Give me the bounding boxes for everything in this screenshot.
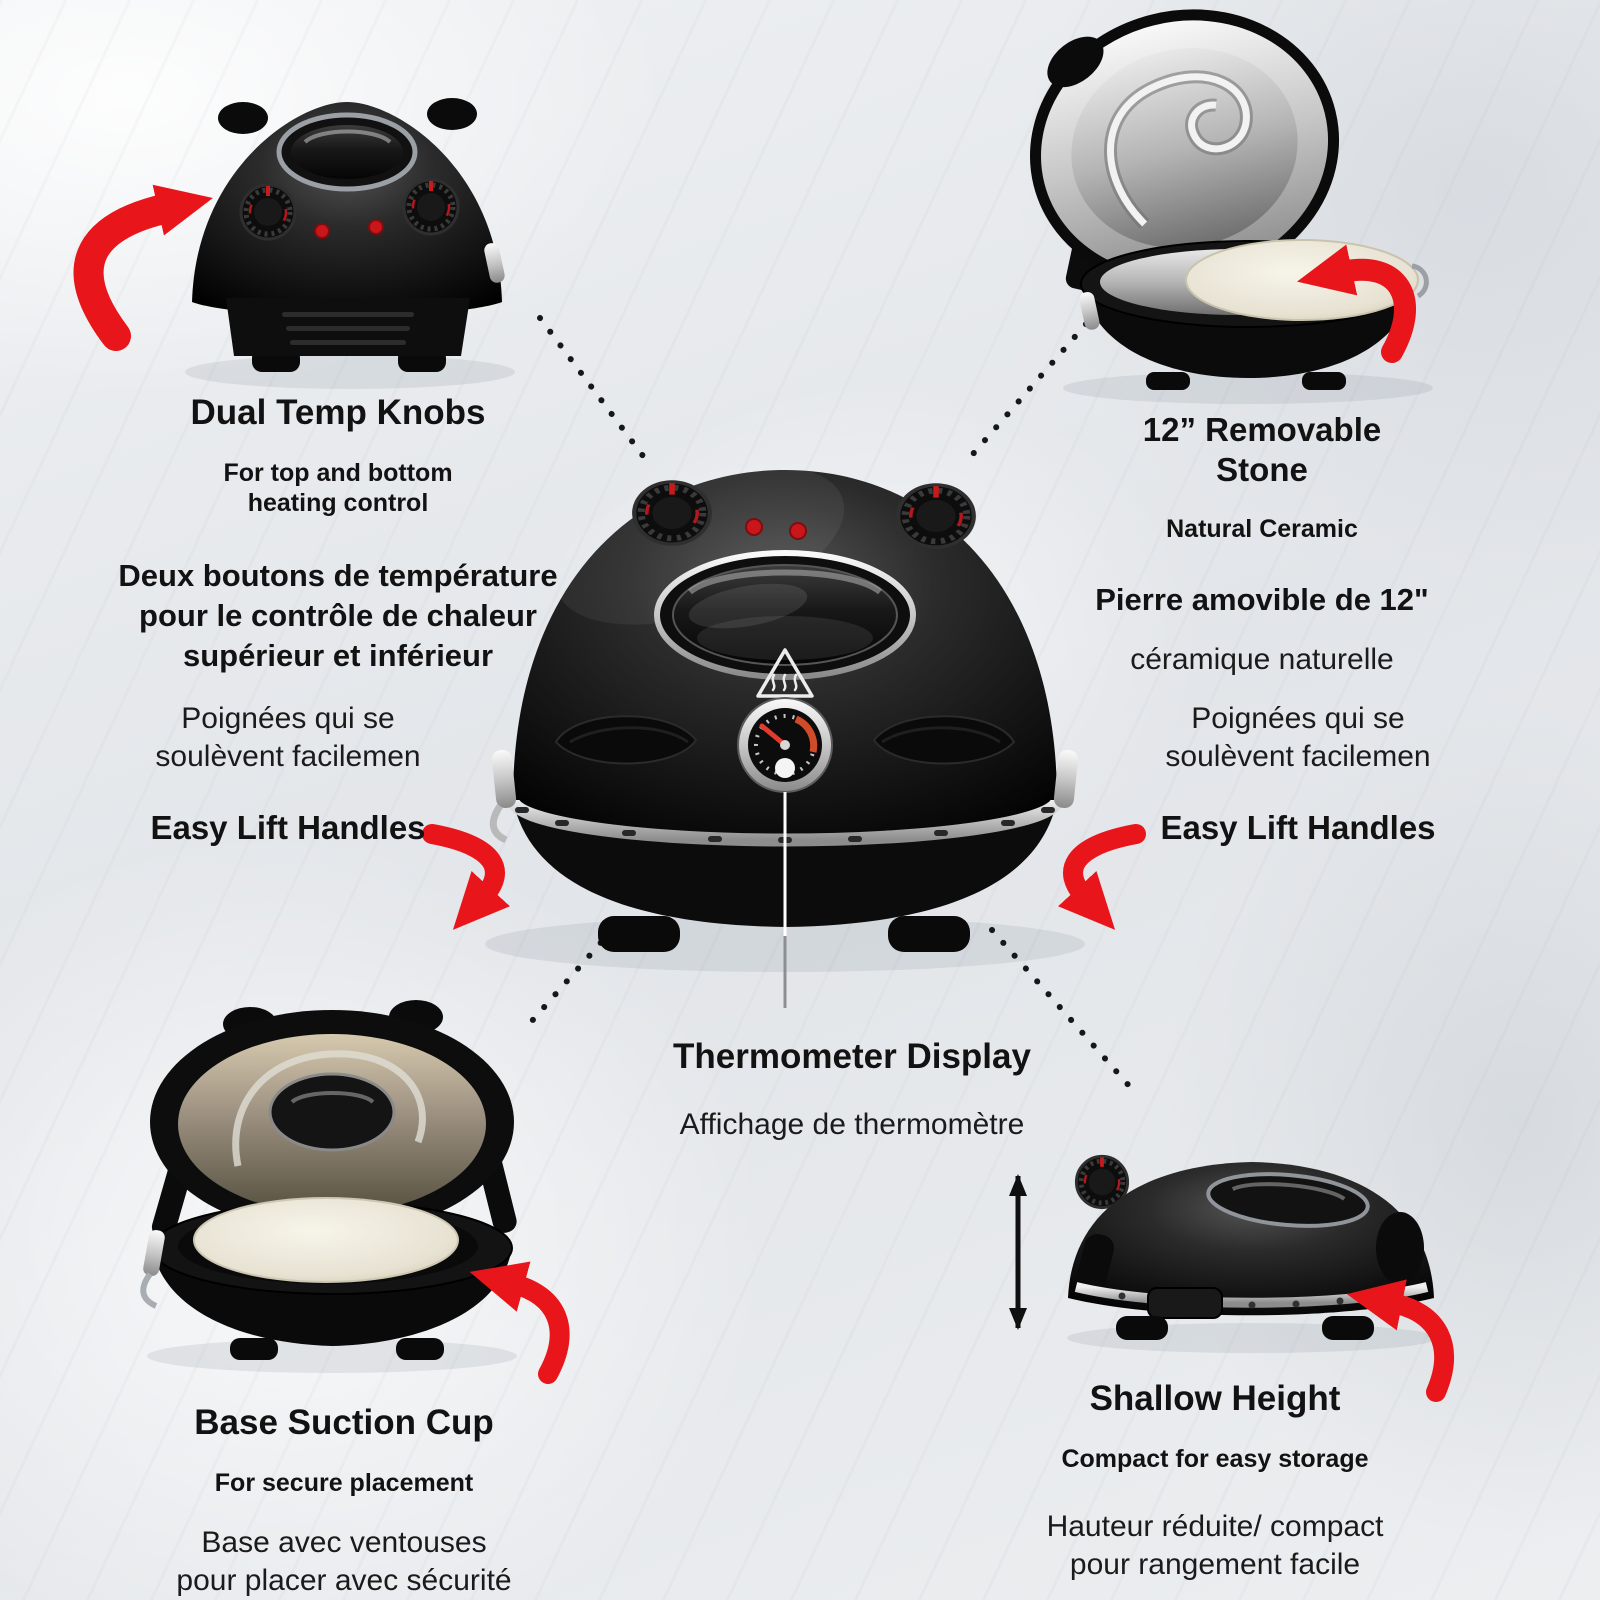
temp-knob-left — [634, 482, 710, 544]
red-arrow-dual-temp-icon — [73, 184, 213, 351]
callout-thermometer-display: Thermometer Display Affichage de thermom… — [673, 1016, 1031, 1164]
latch-clip-right — [1053, 750, 1079, 808]
callout-title-suction: Base Suction Cup — [194, 1402, 494, 1442]
callout-subtitle-removable-stone: Natural Ceramic — [1166, 514, 1358, 543]
product-side-view — [1068, 1156, 1434, 1340]
temp-knob-left — [241, 185, 295, 239]
red-arrow-lift-right-icon — [1058, 824, 1146, 930]
callout-title-dual-temp: Dual Temp Knobs — [190, 392, 486, 432]
callout-fr-removable-stone: céramique naturelle — [1130, 642, 1394, 676]
callout-title-thermometer: Thermometer Display — [673, 1036, 1031, 1076]
viewing-window — [1206, 1172, 1370, 1228]
product-open-lid-stone — [1030, 9, 1429, 390]
callout-fr-thermometer: Affichage de thermomètre — [679, 1107, 1025, 1141]
heating-element — [1106, 73, 1250, 227]
callout-fr-easy-lift-right: Poignées qui se soulèvent facilemen — [1165, 701, 1431, 773]
dotted-connector-top-left — [537, 315, 655, 471]
callout-fr-shallow: Hauteur réduite/ compact pour rangement … — [1046, 1509, 1384, 1582]
hot-surface-icon — [756, 648, 814, 698]
red-arrow-shallow-icon — [1346, 1279, 1455, 1402]
callout-subtitle-dual-temp: For top and bottom heating control — [223, 458, 453, 518]
indicator-light — [314, 223, 330, 239]
callout-subtitle-shallow: Compact for easy storage — [1061, 1444, 1369, 1473]
indicator-light — [789, 522, 807, 540]
temp-knob-right — [898, 485, 974, 547]
indicator-light — [745, 518, 763, 536]
viewing-window — [276, 112, 418, 192]
callout-fr-suction: Base avec ventouses pour placer avec séc… — [176, 1525, 512, 1598]
heating-element — [232, 1050, 426, 1167]
red-arrow-stone-icon — [1297, 244, 1416, 363]
callout-removable-stone: 12” Removable Stone Natural Ceramic Pier… — [1093, 390, 1431, 699]
viewing-window — [654, 550, 916, 680]
dotted-connector-bottom-left — [521, 927, 615, 1033]
callout-shallow-height: Shallow Height Compact for easy storage … — [1047, 1358, 1384, 1600]
callout-title-easy-lift-left: Easy Lift Handles — [150, 808, 426, 846]
product-open-front-view — [140, 1000, 517, 1360]
product-rear-view — [192, 98, 505, 372]
ceramic-stone — [193, 1197, 459, 1283]
red-arrow-suction-icon — [469, 1261, 570, 1384]
callout-dual-temp-knobs: Dual Temp Knobs For top and bottom heati… — [118, 372, 557, 695]
callout-easy-lift-right: Poignées qui se soulèvent facilemen Easy… — [1160, 680, 1435, 868]
red-arrow-lift-left-icon — [422, 824, 510, 930]
callout-base-suction-cup: Base Suction Cup For secure placement Ba… — [176, 1382, 511, 1600]
callout-easy-lift-left: Poignées qui se soulèvent facilemen Easy… — [150, 680, 425, 868]
latch-clip-left — [489, 750, 517, 844]
callout-title-shallow: Shallow Height — [1089, 1378, 1341, 1418]
callout-title-removable-stone: 12” Removable Stone — [1142, 410, 1382, 488]
thermometer-gauge — [737, 697, 833, 793]
temp-knob-right — [404, 180, 458, 234]
callout-fr-bold-removable-stone: Pierre amovible de 12" — [1095, 581, 1429, 617]
callout-title-easy-lift-right: Easy Lift Handles — [1160, 808, 1436, 846]
dotted-connector-bottom-right — [989, 927, 1141, 1099]
callout-fr-easy-lift-left: Poignées qui se soulèvent facilemen — [155, 701, 421, 773]
callout-subtitle-suction: For secure placement — [214, 1468, 474, 1497]
dotted-connector-top-right — [963, 321, 1089, 465]
indicator-light — [368, 219, 384, 235]
callout-fr-dual-temp: Deux boutons de température pour le cont… — [118, 558, 558, 673]
